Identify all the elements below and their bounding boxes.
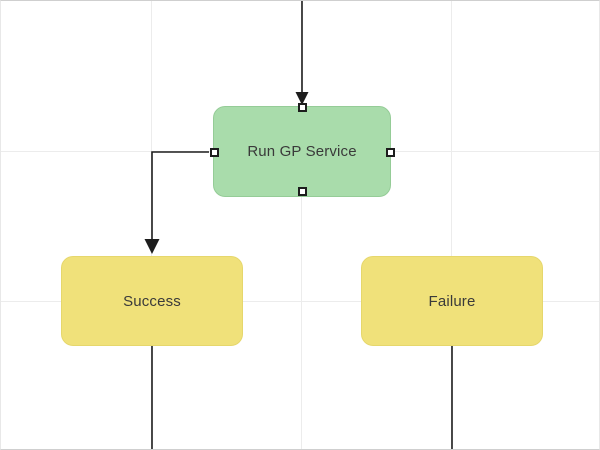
node-success[interactable]: Success	[61, 256, 243, 346]
edge-into-run-gp-service[interactable]	[295, 1, 309, 105]
node-label-success: Success	[123, 292, 181, 310]
resize-handle-bottom[interactable]	[297, 186, 307, 196]
node-run-gp-service[interactable]: Run GP Service	[213, 106, 391, 197]
edge-run-gp-service-to-success[interactable]	[144, 151, 210, 254]
node-label-failure: Failure	[428, 292, 476, 310]
resize-handle-left[interactable]	[209, 147, 219, 157]
node-label-run-gp-service: Run GP Service	[247, 143, 357, 160]
resize-handle-right[interactable]	[385, 147, 395, 157]
resize-handle-top[interactable]	[297, 102, 307, 112]
node-failure[interactable]: Failure	[361, 256, 543, 346]
